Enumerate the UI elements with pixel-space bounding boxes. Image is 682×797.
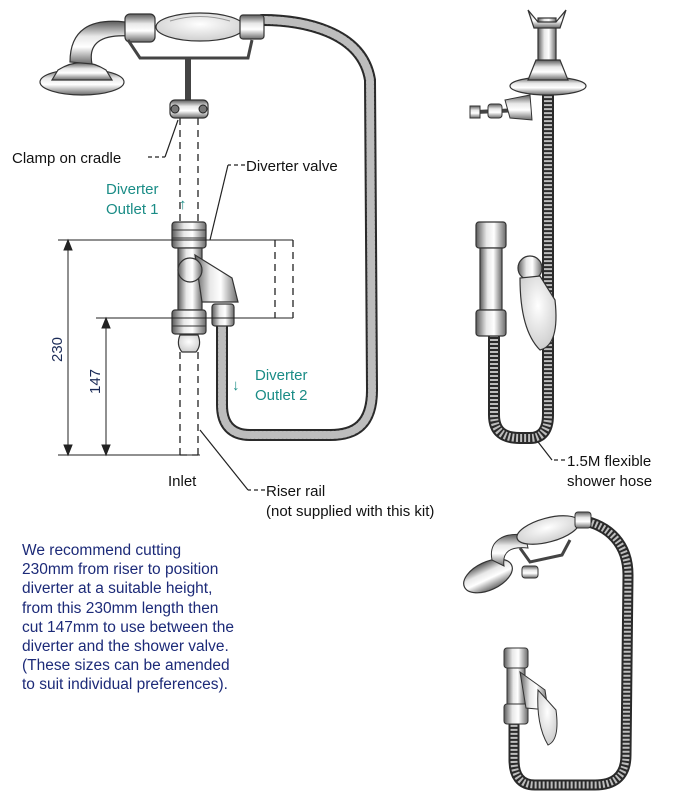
riser-rail [179, 118, 294, 456]
label-outlet2-line1: Diverter [255, 367, 308, 384]
label-diverter-valve: Diverter valve [246, 158, 338, 175]
label-outlet1-line1: Diverter [106, 181, 159, 198]
label-riser-rail-line1: Riser rail [266, 483, 325, 500]
note-line: diverter at a suitable height, [22, 580, 213, 598]
note-line: diverter and the shower valve. [22, 638, 229, 656]
note-line: from this 230mm length then [22, 599, 219, 617]
note-line: 230mm from riser to position [22, 561, 219, 579]
dimension-147: 147 [87, 369, 104, 394]
side-view [469, 9, 587, 444]
isometric-view [463, 511, 634, 791]
dimension-lines [58, 238, 293, 457]
note-line: We recommend cutting [22, 542, 182, 559]
label-hose-line1: 1.5M flexible [567, 453, 651, 470]
diverter-valve [171, 221, 239, 353]
note-line: (These sizes can be amended [22, 657, 230, 675]
outlet2-arrow: ↓ [232, 377, 240, 394]
dimension-230: 230 [49, 337, 66, 362]
label-hose-line2: shower hose [567, 473, 652, 490]
label-inlet: Inlet [168, 473, 197, 490]
label-riser-rail-line2: (not supplied with this kit) [266, 503, 434, 520]
handset [39, 12, 265, 119]
label-outlet1-line2: Outlet 1 [106, 201, 159, 218]
note-line: to suit individual preferences). [22, 676, 228, 694]
note-line: cut 147mm to use between the [22, 618, 234, 636]
label-clamp-on-cradle: Clamp on cradle [12, 150, 121, 167]
label-outlet2-line2: Outlet 2 [255, 387, 308, 404]
outlet1-arrow: ↑ [179, 196, 187, 213]
cutting-instructions: We recommend cutting 230mm from riser to… [22, 541, 322, 695]
main-assembly: Clamp on cradle Diverter valve Diverter … [12, 12, 565, 520]
